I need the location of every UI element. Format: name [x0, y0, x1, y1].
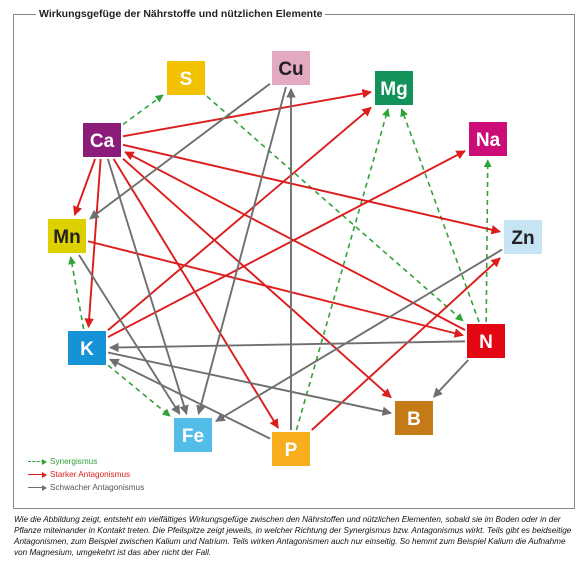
edge-ca-to-mg-strong	[122, 88, 372, 138]
edge-n-to-mg-synergy	[400, 108, 480, 323]
legend-label-synergy: Synergismus	[50, 457, 98, 466]
node-n: N	[467, 324, 505, 358]
node-k: K	[68, 331, 106, 365]
node-zn: Zn	[504, 220, 542, 254]
edge-ca-to-zn-strong	[122, 143, 501, 235]
strong-line-icon	[28, 472, 47, 478]
edge-k-to-fe-synergy	[107, 364, 171, 417]
edge-k-to-mn-synergy	[68, 256, 85, 330]
edge-k-to-na-strong	[107, 150, 466, 338]
node-b: B	[395, 401, 433, 435]
edge-ca-to-b-strong	[122, 158, 392, 399]
edge-k-to-b-weak	[107, 351, 392, 416]
node-box-na	[469, 122, 507, 156]
node-label-mn: Mn	[53, 227, 80, 248]
legend-label-strong: Starker Antagonismus	[50, 470, 131, 479]
diagram-title: Wirkungsgefüge der Nährstoffe und nützli…	[36, 8, 326, 20]
node-label-fe: Fe	[182, 426, 204, 447]
edge-n-to-b-weak	[432, 359, 469, 398]
node-label-p: P	[285, 440, 298, 461]
edge-p-to-k-weak	[109, 358, 271, 440]
node-label-cu: Cu	[278, 59, 303, 80]
node-box-n	[467, 324, 505, 358]
node-box-p	[272, 432, 310, 466]
edge-p-to-mg-synergy	[295, 108, 390, 431]
caption-text: Wie die Abbildung zeigt, entsteht ein vi…	[14, 515, 572, 557]
node-mg: Mg	[375, 71, 413, 105]
edge-n-to-ca-strong	[124, 151, 466, 331]
node-label-na: Na	[476, 130, 501, 151]
node-label-k: K	[80, 339, 94, 360]
edge-ca-to-mn-strong	[73, 158, 96, 216]
node-box-s	[167, 61, 205, 95]
node-box-fe	[174, 418, 212, 452]
edge-cu-to-fe-weak	[196, 86, 287, 415]
edge-n-to-na-synergy	[483, 159, 492, 323]
synergy-line-icon	[28, 459, 47, 465]
edge-zn-to-fe-weak	[215, 248, 503, 423]
edge-ca-to-s-synergy	[122, 94, 164, 126]
edge-s-to-n-synergy	[206, 95, 464, 322]
edge-mn-to-fe-weak	[78, 254, 181, 415]
legend-item-synergy: Synergismus	[28, 455, 144, 468]
node-box-b	[395, 401, 433, 435]
legend-label-weak: Schwacher Antagonismus	[50, 483, 145, 492]
node-box-k	[68, 331, 106, 365]
node-box-mn	[48, 219, 86, 253]
node-box-mg	[375, 71, 413, 105]
edge-p-to-zn-strong	[311, 257, 501, 431]
node-label-zn: Zn	[511, 228, 534, 249]
node-ca: Ca	[83, 123, 121, 157]
node-box-ca	[83, 123, 121, 157]
node-na: Na	[469, 122, 507, 156]
node-box-cu	[272, 51, 310, 85]
node-s: S	[167, 61, 205, 95]
node-label-ca: Ca	[90, 131, 115, 152]
node-label-b: B	[407, 409, 421, 430]
legend-item-weak: Schwacher Antagonismus	[28, 481, 144, 494]
node-cu: Cu	[272, 51, 310, 85]
edge-n-to-k-weak	[109, 340, 466, 353]
node-p: P	[272, 432, 310, 466]
edge-mn-to-n-strong	[87, 240, 464, 338]
node-label-s: S	[180, 69, 193, 90]
node-fe: Fe	[174, 418, 212, 452]
node-label-mg: Mg	[380, 79, 407, 100]
edge-k-to-mg-strong	[107, 106, 372, 331]
node-mn: Mn	[48, 219, 86, 253]
edge-ca-to-p-strong	[112, 158, 279, 429]
weak-line-icon	[28, 485, 47, 491]
edge-ca-to-fe-weak	[106, 158, 189, 415]
legend-item-strong: Starker Antagonismus	[28, 468, 144, 481]
node-label-n: N	[479, 332, 493, 353]
node-box-zn	[504, 220, 542, 254]
legend: Synergismus Starker Antagonismus Schwach…	[28, 455, 144, 494]
edges-layer	[68, 82, 503, 440]
